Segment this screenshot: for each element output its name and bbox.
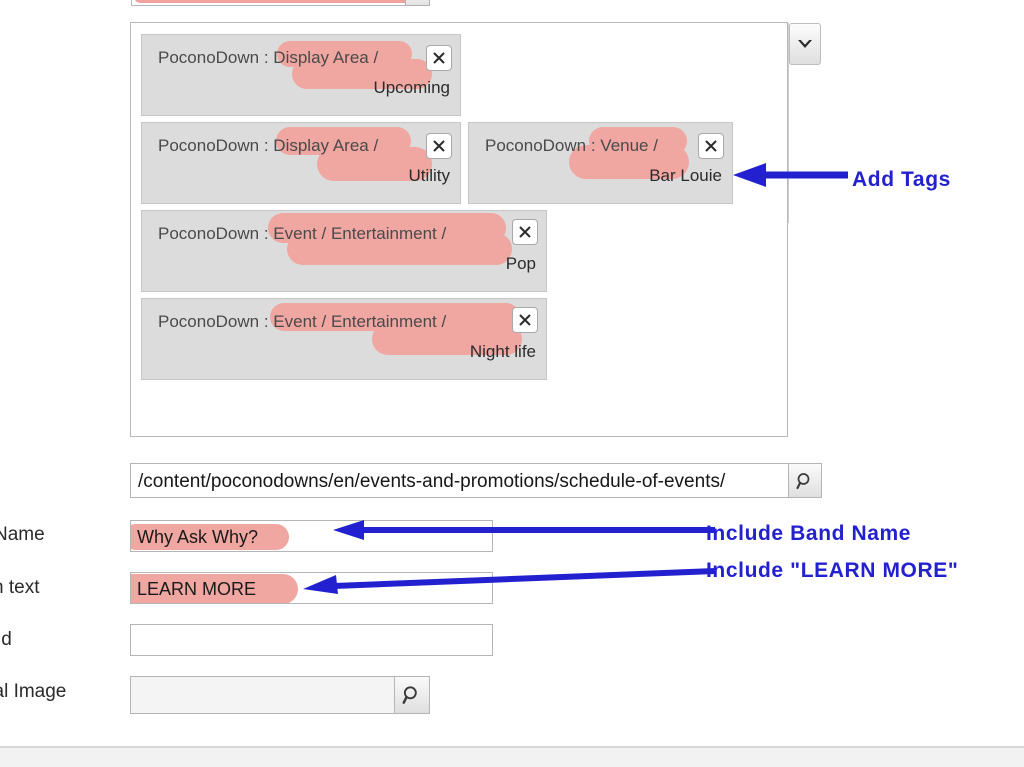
name-input[interactable]: Why Ask Why? — [130, 520, 493, 552]
annotation-guide-line — [788, 23, 789, 223]
annotation-include-band-name: Include Band Name — [706, 522, 912, 545]
tag-line1: PoconoDown : Event / Entertainment / — [158, 312, 447, 331]
left-arrow-icon — [333, 520, 715, 540]
id-input[interactable] — [130, 624, 493, 656]
label-name: Name — [0, 524, 45, 545]
highlight-blob — [569, 145, 689, 179]
magnifier-icon[interactable] — [788, 463, 822, 498]
close-x-icon[interactable] — [512, 307, 538, 333]
path-input[interactable]: /content/poconodowns/en/events-and-promo… — [130, 463, 790, 498]
tag-line1: PoconoDown : Display Area / — [158, 136, 379, 155]
top-cutoff-button[interactable] — [405, 0, 430, 6]
label-id: Id — [0, 629, 12, 650]
tag-chip[interactable]: PoconoDown : Display Area / Upcoming — [141, 34, 461, 116]
label-link-text: n text — [0, 577, 40, 598]
promotional-image-input[interactable] — [130, 676, 430, 714]
top-cutoff-highlight — [134, 0, 416, 3]
tag-chip[interactable]: PoconoDown : Event / Entertainment / Pop — [141, 210, 547, 292]
highlight-blob — [292, 59, 432, 89]
tag-line2: Night life — [469, 342, 536, 361]
close-x-icon[interactable] — [426, 45, 452, 71]
name-input-value: Why Ask Why? — [137, 527, 259, 547]
magnifier-icon[interactable] — [394, 676, 430, 714]
close-x-icon[interactable] — [698, 133, 724, 159]
annotation-add-tags: Add Tags — [852, 168, 951, 191]
highlight-blob — [317, 147, 432, 181]
tag-line1: PoconoDown : Event / Entertainment / — [158, 224, 447, 243]
tag-line2: Utility — [408, 166, 450, 185]
left-arrow-icon — [733, 163, 848, 187]
tag-chip[interactable]: PoconoDown : Event / Entertainment / Nig… — [141, 298, 547, 380]
tag-line1: PoconoDown : Venue / — [485, 136, 658, 155]
chevron-down-icon[interactable] — [789, 23, 821, 65]
tag-line1: PoconoDown : Display Area / — [158, 48, 379, 67]
footer-bar — [0, 748, 1024, 767]
highlight-blob — [131, 574, 298, 603]
tag-line2: Pop — [505, 254, 536, 273]
link-text-input-value: LEARN MORE — [137, 579, 257, 599]
left-arrow-icon — [303, 568, 716, 594]
annotation-include-learn-more: Include "LEARN MORE" — [706, 559, 959, 582]
tag-line2: Bar Louie — [649, 166, 722, 185]
tag-line2: Upcoming — [373, 78, 450, 97]
close-x-icon[interactable] — [426, 133, 452, 159]
highlight-blob — [372, 323, 522, 355]
close-x-icon[interactable] — [512, 219, 538, 245]
highlight-blob — [131, 524, 289, 550]
tag-chip[interactable]: PoconoDown : Venue / Bar Louie — [468, 122, 733, 204]
tag-chip[interactable]: PoconoDown : Display Area / Utility — [141, 122, 461, 204]
label-promotional-image: sal Image — [0, 681, 67, 702]
footer-divider — [0, 746, 1024, 748]
highlight-blob — [287, 233, 512, 265]
